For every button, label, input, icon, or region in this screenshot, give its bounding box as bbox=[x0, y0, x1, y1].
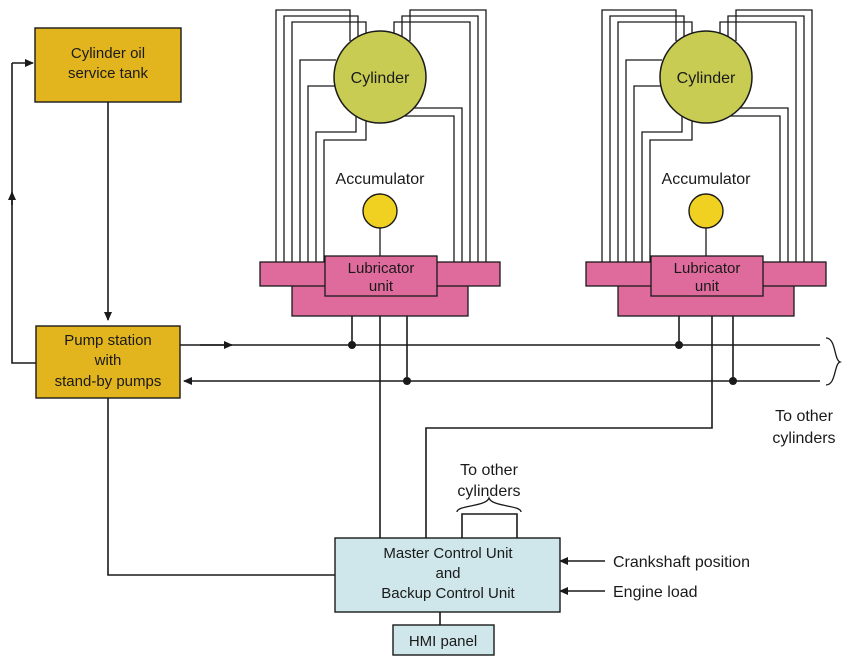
lubricator-label-1: Lubricator bbox=[674, 260, 741, 277]
pump-station-label-3: stand-by pumps bbox=[55, 373, 162, 390]
lubricator-label-2: unit bbox=[369, 278, 394, 295]
to-other-cylinders-right-1: To other bbox=[775, 408, 833, 425]
feed-line bbox=[283, 15, 359, 262]
control-unit-label-2: and bbox=[435, 565, 460, 582]
feed-line bbox=[299, 59, 336, 262]
cylinder-circle bbox=[659, 30, 753, 124]
hmi-panel-box bbox=[392, 624, 495, 656]
pump-station-label-1: Pump station bbox=[64, 332, 152, 349]
feed-line bbox=[649, 111, 693, 262]
lubricator-label-1: Lubricator bbox=[348, 260, 415, 277]
service-tank-label-1: Cylinder oil bbox=[71, 45, 145, 62]
right-brace bbox=[825, 337, 843, 386]
control-branch-lines bbox=[461, 513, 518, 538]
junction-dot bbox=[348, 341, 356, 349]
feed-line bbox=[735, 9, 813, 262]
cylinder-circle bbox=[333, 30, 427, 124]
feed-line bbox=[291, 21, 367, 262]
pump-station-label-2: with bbox=[94, 352, 122, 369]
feed-line bbox=[409, 9, 487, 262]
feed-line bbox=[275, 9, 351, 262]
pipe-lines bbox=[7, 59, 820, 625]
accumulator-circle bbox=[688, 193, 724, 229]
feed-line bbox=[633, 85, 662, 262]
cylinder-feed-lines bbox=[275, 9, 813, 262]
pump-station-box bbox=[35, 325, 181, 399]
accumulator-circle bbox=[362, 193, 398, 229]
to-other-cylinders-right-2: cylinders bbox=[772, 430, 835, 447]
feed-line bbox=[393, 21, 471, 262]
feed-line bbox=[401, 15, 479, 262]
engine-load-label: Engine load bbox=[613, 584, 698, 601]
crankshaft-position-label: Crankshaft position bbox=[613, 554, 750, 571]
control-unit-label-1: Master Control Unit bbox=[383, 545, 513, 562]
to-other-cylinders-top-2: cylinders bbox=[457, 483, 520, 500]
lubricator-label-2: unit bbox=[695, 278, 720, 295]
service-tank-label-2: service tank bbox=[68, 65, 149, 82]
feed-line bbox=[601, 9, 677, 262]
feed-line bbox=[641, 111, 683, 262]
lub2-control-line bbox=[425, 296, 713, 538]
feed-line bbox=[315, 111, 357, 262]
return-loop-line bbox=[11, 63, 36, 364]
accumulator-label: Accumulator bbox=[336, 171, 426, 188]
lubricator-unit-box bbox=[324, 255, 438, 297]
lubricator-unit-box bbox=[650, 255, 764, 297]
control-unit-box bbox=[334, 537, 561, 613]
feed-line bbox=[307, 85, 336, 262]
junction-dot bbox=[675, 341, 683, 349]
cylinder-label: Cylinder bbox=[677, 70, 736, 87]
feed-line bbox=[625, 59, 662, 262]
to-other-cylinders-top-1: To other bbox=[460, 462, 518, 479]
feed-line bbox=[323, 111, 367, 262]
feed-line bbox=[719, 21, 797, 262]
feed-line bbox=[609, 15, 685, 262]
accumulator-label: Accumulator bbox=[662, 171, 752, 188]
units-layer: CylinderAccumulatorLubricatorunitCylinde… bbox=[259, 30, 827, 317]
top-brace bbox=[456, 495, 522, 513]
pump-to-control-line bbox=[107, 398, 335, 576]
cylinder-label: Cylinder bbox=[351, 70, 410, 87]
junction-dot bbox=[403, 377, 411, 385]
junction-dots bbox=[348, 341, 737, 385]
hmi-panel-label: HMI panel bbox=[409, 633, 477, 650]
service-tank-box bbox=[34, 27, 182, 103]
feed-line bbox=[617, 21, 693, 262]
feed-line bbox=[727, 15, 805, 262]
control-unit-label-3: Backup Control Unit bbox=[381, 585, 515, 602]
junction-dot bbox=[729, 377, 737, 385]
